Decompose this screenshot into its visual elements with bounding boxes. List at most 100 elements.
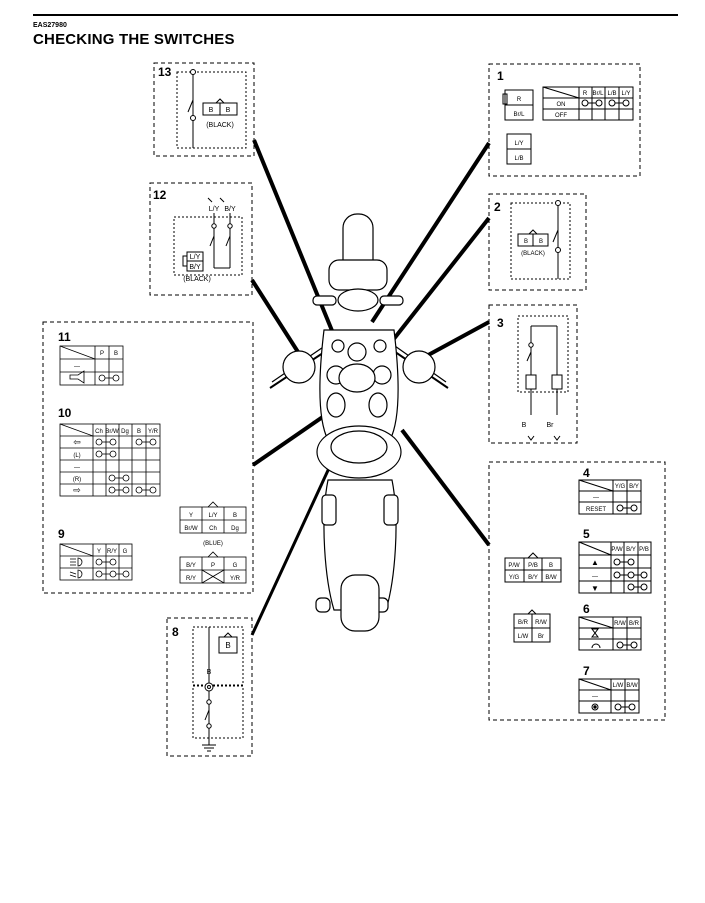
sw12-pin: L/Y xyxy=(190,254,201,261)
sw1-col: R xyxy=(583,91,588,97)
sw3-wire: Br xyxy=(547,422,555,429)
panel-3-border xyxy=(488,304,578,444)
conn-left-pin: L/Y xyxy=(208,513,217,519)
leader-1 xyxy=(370,141,491,324)
sw10-row: ⇨ xyxy=(73,485,81,495)
sw12-pin: B/Y xyxy=(189,264,201,271)
leader-2 xyxy=(391,216,491,342)
panel-12-border xyxy=(149,182,253,296)
sw2-color: (BLACK) xyxy=(521,251,545,257)
sw8-connector xyxy=(218,636,238,654)
sw6-col: R/W xyxy=(614,621,626,627)
sw11-contact xyxy=(98,374,106,382)
sw7-row: — xyxy=(592,694,598,700)
sw4-table xyxy=(578,479,642,515)
conn-left-pin: Ch xyxy=(209,526,217,532)
sw2-pin: B xyxy=(524,239,528,245)
conn-left-x-pin: B/Y xyxy=(186,563,196,569)
panel-8-border xyxy=(166,617,253,757)
sw8-number: 8 xyxy=(172,625,179,639)
sw3-number: 3 xyxy=(497,316,504,330)
sw1-table xyxy=(542,86,634,121)
panel-right-border xyxy=(488,461,666,721)
sw6-table xyxy=(578,616,642,651)
sw5-col: B/Y xyxy=(626,547,636,553)
sw12-number: 12 xyxy=(153,188,167,202)
sw9-col: G xyxy=(123,549,128,555)
conn-left-x-pin: P xyxy=(211,563,215,569)
sw1-col: L/Y xyxy=(621,91,630,97)
leader-right xyxy=(400,428,491,547)
sw3-wire: B xyxy=(522,422,527,429)
sw9-number: 9 xyxy=(58,527,65,541)
conn-right-pin: P/W xyxy=(508,563,520,569)
sw10-row: (R) xyxy=(73,477,81,483)
sw8-terminal xyxy=(204,682,214,692)
sw10-col: B xyxy=(137,429,141,435)
sw11-col: B xyxy=(114,351,118,357)
engine-run-icon xyxy=(591,643,601,649)
panel-13-inner xyxy=(176,71,247,149)
sw10-col: Br/W xyxy=(105,429,119,435)
sw5-col: P/W xyxy=(611,547,623,553)
start-icon xyxy=(591,703,599,711)
sw3-connector xyxy=(551,374,563,390)
conn-left-pin: B xyxy=(233,513,237,519)
panel-left-border xyxy=(42,321,254,594)
leader-12 xyxy=(250,278,300,354)
sw12-contact xyxy=(211,223,217,229)
sw13-pin: B xyxy=(226,107,231,114)
sw5-col: P/B xyxy=(639,547,649,553)
sw13-pin: B xyxy=(209,107,214,114)
sw8-contact xyxy=(206,699,212,705)
sw8-contact xyxy=(206,723,212,729)
sw7-col: B/W xyxy=(626,683,638,689)
sw8-lever xyxy=(204,709,210,721)
sw11-table xyxy=(59,345,124,386)
sw5-number: 5 xyxy=(583,527,590,541)
sw12-wire: B/Y xyxy=(224,206,236,213)
sw12-contact xyxy=(227,223,233,229)
sw12-wire: L/Y xyxy=(209,206,220,213)
sw4-number: 4 xyxy=(583,466,590,480)
sw12-lever xyxy=(209,235,215,247)
panel-2-inner xyxy=(510,202,571,280)
conn-left-x-pin: Y/R xyxy=(230,576,241,582)
panel-1-border xyxy=(488,63,641,177)
sw11-col: P xyxy=(100,351,104,357)
sw11-contact xyxy=(112,374,120,382)
sw6-col: B/R xyxy=(629,621,640,627)
panel-13-border xyxy=(153,62,255,157)
sw13-contact xyxy=(190,115,196,121)
conn-left-x-pin: R/Y xyxy=(186,576,196,582)
sw5-row: — xyxy=(592,574,598,580)
ground-icon xyxy=(202,744,216,752)
conn-left-x-pin: G xyxy=(233,563,238,569)
sw3-lever xyxy=(526,351,532,362)
sw8-conn: B xyxy=(225,641,230,650)
conn-right-pin: Y/G xyxy=(509,575,520,581)
conn-right-small-pin: L/W xyxy=(518,634,529,640)
sw10-row: — xyxy=(74,465,80,471)
sw7-table xyxy=(578,678,640,714)
conn-right-pin: B/Y xyxy=(528,575,538,581)
motorcycle-outline xyxy=(269,213,449,632)
sw11-number: 11 xyxy=(58,330,71,344)
sw1-conn-b: L/B xyxy=(514,156,523,162)
sw5-row: ▲ xyxy=(591,558,599,567)
sw13-lever xyxy=(187,99,194,113)
sw1-conn-a: R xyxy=(517,97,522,103)
sw5-row: ▼ xyxy=(591,584,599,593)
leader-8 xyxy=(250,439,344,636)
conn-left-pin: Br/W xyxy=(184,526,198,532)
sw4-col: Y/G xyxy=(615,484,626,490)
panel-2-border xyxy=(488,193,587,291)
sw7-number: 7 xyxy=(583,664,590,678)
sw10-col: Dg xyxy=(121,429,129,435)
sw13-number: 13 xyxy=(158,65,172,79)
sw6-number: 6 xyxy=(583,602,590,616)
sw10-row: (L) xyxy=(73,453,80,459)
sw1-col: Br/L xyxy=(592,91,604,97)
sw11-row: — xyxy=(74,364,80,370)
sw13-color: (BLACK) xyxy=(206,122,234,129)
